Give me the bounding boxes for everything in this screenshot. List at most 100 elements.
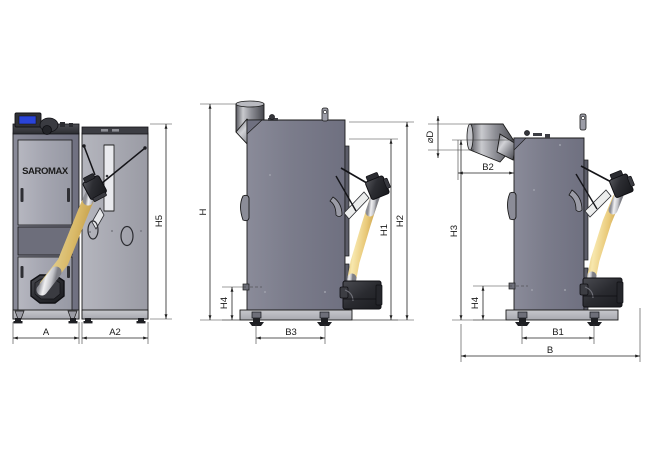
hopper-screw-b xyxy=(89,231,91,233)
cable-anchor-left xyxy=(82,144,86,148)
auger-tube-mid xyxy=(343,191,370,220)
dimension-B3: B3 xyxy=(255,324,326,344)
dimension-label-H1: H1 xyxy=(379,224,390,236)
control-panel[interactable] xyxy=(12,112,80,135)
dimension-label-H5: H5 xyxy=(154,215,165,227)
dimension-H5: H5 xyxy=(150,123,172,320)
lower-door-handle[interactable] xyxy=(67,266,70,278)
front-view: SAROMAX xyxy=(12,112,172,344)
dimension-H4-right: H4 xyxy=(470,285,512,321)
body-screw-c xyxy=(324,291,326,293)
hopper-screw-a xyxy=(105,174,109,178)
dimension-label-B2: B2 xyxy=(482,162,494,173)
dimension-D: ⌀D xyxy=(425,116,474,158)
upper-door[interactable] xyxy=(17,139,73,226)
rear-flange xyxy=(344,145,350,257)
hopper-screw-d xyxy=(140,230,142,232)
flue-elbow xyxy=(496,133,517,161)
dimension-label-H: H xyxy=(198,208,209,215)
adjustable-feet xyxy=(13,318,146,324)
burner-flange xyxy=(579,283,589,296)
display-screen[interactable] xyxy=(18,115,37,125)
hopper-vent-right xyxy=(112,129,119,132)
auger-motor xyxy=(609,170,635,198)
lower-door-hinge xyxy=(20,266,24,278)
adjustable-feet xyxy=(515,311,602,326)
auger-tube-mid xyxy=(584,189,612,218)
fan-hub xyxy=(42,125,52,135)
boiler-body xyxy=(507,113,589,311)
front-feed-assembly xyxy=(36,173,107,296)
body-screw-a xyxy=(533,189,535,191)
front-base xyxy=(12,309,149,324)
upper-door-hinge xyxy=(20,188,24,202)
base-plinth-left xyxy=(12,309,80,320)
flue-mouth xyxy=(235,100,265,108)
burner-unit xyxy=(339,280,383,310)
brand-logo-text: SAROMAX xyxy=(22,166,69,177)
body-screw-d xyxy=(564,289,566,291)
burner-unit xyxy=(579,277,624,308)
body-screw-a xyxy=(269,174,271,176)
dimension-label-H4: H4 xyxy=(219,297,230,309)
left-side-view: H H4 H1 H2 B3 xyxy=(198,100,414,344)
hose-clamp xyxy=(87,220,99,240)
body-vent xyxy=(533,133,542,136)
dimension-B: B xyxy=(460,308,641,362)
dimension-A: A xyxy=(12,322,80,344)
hopper-port[interactable] xyxy=(120,225,134,247)
dimension-H2: H2 xyxy=(349,121,414,321)
body-screw-c xyxy=(531,289,533,291)
left-base xyxy=(239,309,353,326)
side-handle[interactable] xyxy=(507,191,517,221)
body-knob[interactable] xyxy=(524,130,530,136)
auger-motor xyxy=(365,172,391,200)
burner-pipe xyxy=(584,286,594,299)
right-side-view: ⌀D B2 H3 H4 B1 xyxy=(425,113,641,362)
dimension-B1: B1 xyxy=(521,324,595,344)
side-handle[interactable] xyxy=(240,194,250,222)
base-plinth-right xyxy=(81,309,149,320)
body-knob[interactable] xyxy=(269,114,275,120)
cable-lower xyxy=(575,173,598,210)
burner-pipe xyxy=(344,289,354,302)
burner-flange xyxy=(339,286,349,299)
upper-door-handle[interactable] xyxy=(67,188,70,202)
dimension-label-A2: A2 xyxy=(109,327,121,338)
panel-port xyxy=(69,123,73,127)
lifting-lug xyxy=(321,107,329,122)
dimension-A2: A2 xyxy=(81,322,149,344)
flue-mouth xyxy=(466,123,474,151)
dimension-label-D: ⌀D xyxy=(425,131,436,144)
dimension-label-H3: H3 xyxy=(449,225,460,237)
flue-pipe xyxy=(466,123,517,163)
fuel-hopper xyxy=(81,126,149,320)
dimension-H4: H4 xyxy=(219,286,246,321)
boiler-body xyxy=(240,107,350,311)
cable-anchor-right xyxy=(143,146,147,150)
auger-tube-lower xyxy=(36,266,62,296)
cable-lower xyxy=(335,175,357,212)
hopper-vent-left xyxy=(101,129,108,132)
body-port xyxy=(545,134,550,138)
brand-logo: SAROMAX xyxy=(22,166,69,177)
left-feed-assembly xyxy=(335,167,391,310)
lifting-lug xyxy=(579,113,587,131)
cable-left xyxy=(83,145,96,176)
dimension-label-H2: H2 xyxy=(395,215,406,227)
dimension-B2: B2 xyxy=(457,140,515,180)
auger-motor xyxy=(82,173,107,202)
base-plinth xyxy=(239,309,353,321)
right-base xyxy=(505,309,619,326)
dimension-label-B: B xyxy=(547,345,553,356)
dimension-label-B3: B3 xyxy=(285,327,297,338)
dimension-label-A: A xyxy=(43,327,50,338)
base-plinth xyxy=(505,309,619,321)
inner-handle xyxy=(329,196,343,217)
inner-handle xyxy=(568,189,583,212)
hopper-screw-c xyxy=(111,230,113,232)
panel-switch[interactable] xyxy=(60,122,65,127)
body-screw-b xyxy=(559,144,561,146)
